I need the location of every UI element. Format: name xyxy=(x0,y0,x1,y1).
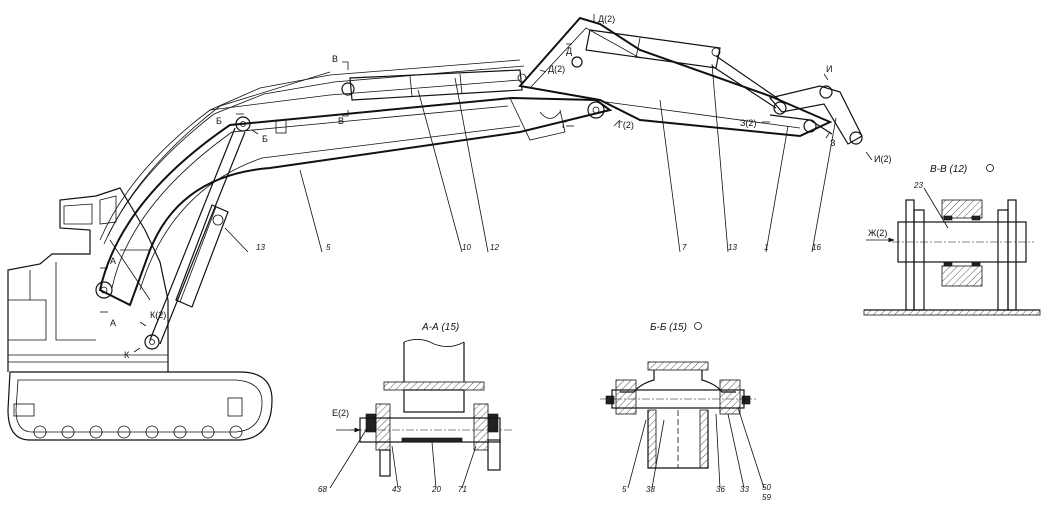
callout-36: 36 xyxy=(716,485,725,494)
section-vv: В-В (12) Ж(2) 23 xyxy=(863,164,1041,316)
arm xyxy=(518,16,863,145)
part-number: 13 xyxy=(256,243,265,252)
boom-cylinder xyxy=(144,127,246,350)
part-number: 12 xyxy=(490,243,499,252)
part-number: 10 xyxy=(462,243,471,252)
callout-68: 68 xyxy=(318,485,327,494)
section-vv-view-label: Ж(2) xyxy=(868,228,887,238)
label-z2: З(2) xyxy=(740,118,756,128)
label-i2: И(2) xyxy=(874,154,891,164)
callout-50: 50 xyxy=(762,483,771,492)
label-k2: К(2) xyxy=(150,310,166,320)
label-d2b: Д(2) xyxy=(548,64,565,74)
callout-38: 38 xyxy=(646,485,655,494)
label-d: Д xyxy=(566,46,572,56)
callout-33: 33 xyxy=(740,485,749,494)
label-k: К xyxy=(124,350,130,360)
boom xyxy=(95,96,613,307)
label-z: З xyxy=(830,138,835,148)
label-g2: Г(2) xyxy=(618,120,634,130)
arm-cylinder xyxy=(341,69,527,101)
section-aa-title: А-А (15) xyxy=(421,322,459,333)
section-markers xyxy=(100,14,873,353)
section-aa-view-label: Е(2) xyxy=(332,408,349,418)
callout-71: 71 xyxy=(458,485,467,494)
section-bb-title: Б-Б (15) xyxy=(650,322,687,333)
part-number: 16 xyxy=(812,243,821,252)
label-b: Б xyxy=(216,116,222,126)
callout-5: 5 xyxy=(622,485,627,494)
label-g: Г xyxy=(562,120,567,130)
section-bb: Б-Б (15) 5 38 36 33 50 59 xyxy=(600,322,771,502)
label-a: А xyxy=(110,256,116,266)
callout-43: 43 xyxy=(392,485,401,494)
boom-section-labels: В В Б Б Д(2) Д Д(2) Г Г(2) З(2) З И И(2)… xyxy=(110,14,891,360)
part-number: 5 xyxy=(326,243,331,252)
part-number: 1 xyxy=(764,243,768,252)
excavator-base xyxy=(7,187,273,441)
part-number-labels: 13 5 10 12 7 13 1 16 xyxy=(256,243,821,252)
callout-23: 23 xyxy=(913,181,923,190)
part-number: 13 xyxy=(728,243,737,252)
label-b2: Б xyxy=(262,134,268,144)
part-number: 7 xyxy=(682,243,687,252)
label-v2: В xyxy=(338,116,344,126)
track-rollers xyxy=(13,397,243,439)
label-d2a: Д(2) xyxy=(598,14,615,24)
view-rotate-icon xyxy=(986,164,994,172)
callout-20: 20 xyxy=(431,485,441,494)
section-vv-title: В-В (12) xyxy=(930,164,967,175)
label-a2: А xyxy=(110,318,116,328)
callout-59: 59 xyxy=(762,493,771,502)
leaders xyxy=(224,63,837,253)
label-i: И xyxy=(826,64,832,74)
section-aa: А-А (15) Е(2) 68 43 20 71 xyxy=(318,322,512,494)
view-rotate-icon xyxy=(694,322,702,330)
label-v: В xyxy=(332,54,338,64)
